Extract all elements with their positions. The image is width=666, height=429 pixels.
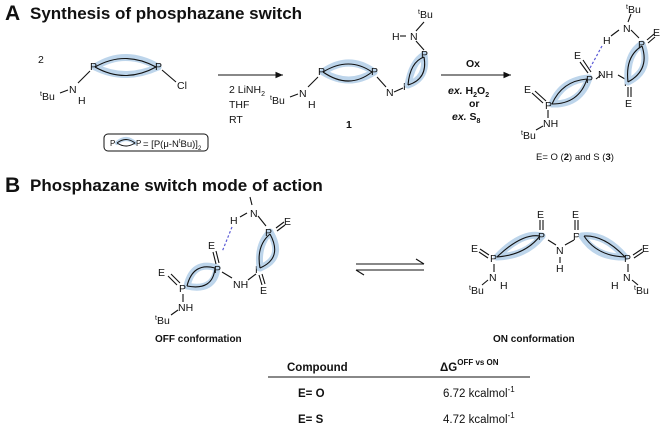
svg-text:P: P <box>179 283 186 295</box>
svg-text:P: P <box>265 227 272 239</box>
reactant-tbu: tBu <box>40 91 55 103</box>
svg-text:P: P <box>586 74 593 86</box>
svg-text:tBu: tBu <box>270 95 285 107</box>
svg-text:E: E <box>572 209 579 221</box>
equilibrium-arrows <box>355 258 425 276</box>
off-conformation-caption: OFF conformation <box>155 334 242 345</box>
reactant-p1: P <box>90 61 97 73</box>
svg-text:P: P <box>136 139 141 148</box>
svg-text:NH: NH <box>598 69 613 81</box>
svg-text:E: E <box>208 240 215 252</box>
compound-1-structure: P P N tBu H N P P N H tBu 1 <box>270 9 433 131</box>
reagent-rt: RT <box>229 114 243 126</box>
svg-text:H: H <box>308 99 316 111</box>
energy-table: Compound ΔGOFF vs ON E= O 6.72 kcalmol-1… <box>268 358 530 426</box>
svg-text:tBu: tBu <box>626 4 641 16</box>
reaction-arrow-1: 2 LiNH2 THF RT <box>218 71 283 126</box>
svg-text:P: P <box>371 66 378 78</box>
table-row-2-value: 4.72 kcalmol-1 <box>443 411 515 426</box>
svg-text:P: P <box>490 253 497 265</box>
svg-text:NH: NH <box>178 302 193 314</box>
reagent-s8: ex. S8 <box>452 111 481 125</box>
reagent-linh2: 2 LiNH2 <box>229 84 265 98</box>
table-row-2-compound: E= S <box>298 414 324 426</box>
svg-text:N: N <box>299 88 307 100</box>
svg-text:P: P <box>421 49 428 61</box>
svg-text:N: N <box>556 245 564 257</box>
svg-text:E: E <box>158 267 165 279</box>
table-row-1-compound: E= O <box>298 388 325 400</box>
svg-text:N: N <box>623 23 631 35</box>
svg-text:P: P <box>638 39 645 51</box>
oxidant-label: Ox <box>466 58 480 70</box>
reagent-thf: THF <box>229 99 249 111</box>
reactant-structure: 2 P P Cl N tBu H <box>38 54 187 107</box>
svg-text:tBu: tBu <box>418 9 433 21</box>
svg-text:H: H <box>230 215 238 227</box>
reactant-coefficient: 2 <box>38 54 44 66</box>
panel-b-title: Phosphazane switch mode of action <box>30 176 323 195</box>
svg-text:N: N <box>250 208 258 220</box>
legend-box: P P = [P(μ-NtBu)]2 <box>103 133 209 152</box>
svg-text:H: H <box>556 263 564 275</box>
svg-text:E: E <box>260 285 267 297</box>
reaction-arrow-2: Ox ex. H2O2 or ex. S8 <box>441 58 511 125</box>
svg-text:E: E <box>574 50 581 62</box>
table-row-1-value: 6.72 kcalmol-1 <box>443 385 515 400</box>
svg-text:E: E <box>284 216 291 228</box>
svg-text:P: P <box>318 66 325 78</box>
legend-text: = [P(μ-NtBu)]2 <box>143 139 202 152</box>
svg-text:P: P <box>110 139 115 148</box>
table-header-compound: Compound <box>287 362 348 374</box>
reactant-p2: P <box>155 61 162 73</box>
svg-text:P: P <box>538 231 545 243</box>
svg-text:E: E <box>625 98 632 110</box>
svg-text:tBu: tBu <box>469 285 484 297</box>
products-caption: E= O (2) and S (3) <box>536 152 614 163</box>
svg-text:NH: NH <box>543 118 558 130</box>
svg-text:E: E <box>653 27 660 39</box>
on-conformation-structure: P P E N tBu H E N H P E P E N tBu H <box>469 209 649 297</box>
reactant-h: H <box>78 95 86 107</box>
svg-text:N: N <box>386 87 394 99</box>
svg-text:H: H <box>603 35 611 47</box>
svg-text:N: N <box>489 272 497 284</box>
reactant-cl: Cl <box>177 80 187 92</box>
svg-text:tBu: tBu <box>155 315 170 327</box>
product-structure: P P E NH tBu E NH P P E E N H tBu E= O (… <box>521 4 660 163</box>
svg-text:H: H <box>392 31 400 43</box>
reagent-h2o2: ex. H2O2 <box>448 85 489 99</box>
svg-text:P: P <box>214 264 221 276</box>
svg-text:tBu: tBu <box>634 285 649 297</box>
svg-text:P: P <box>624 253 631 265</box>
reagent-or: or <box>469 98 480 110</box>
svg-text:N: N <box>410 31 418 43</box>
compound-1-label: 1 <box>346 119 352 131</box>
svg-text:N: N <box>623 272 631 284</box>
table-header-dg: ΔGOFF vs ON <box>440 358 499 374</box>
svg-text:H: H <box>500 280 508 292</box>
svg-text:P: P <box>545 100 552 112</box>
svg-text:H: H <box>611 280 619 292</box>
svg-text:P: P <box>573 231 580 243</box>
svg-text:E: E <box>471 243 478 255</box>
svg-text:E: E <box>642 243 649 255</box>
on-conformation-caption: ON conformation <box>493 334 575 345</box>
panel-b-letter: B <box>5 174 20 197</box>
off-conformation-structure: P P E NH tBu E NH P P E E N H <box>155 196 291 327</box>
panel-a-letter: A <box>5 2 20 25</box>
reactant-n: N <box>69 84 77 96</box>
panel-a-title: Synthesis of phosphazane switch <box>30 4 302 23</box>
svg-text:E: E <box>537 209 544 221</box>
svg-text:tBu: tBu <box>521 130 536 142</box>
svg-text:E: E <box>524 84 531 96</box>
svg-text:NH: NH <box>233 279 248 291</box>
